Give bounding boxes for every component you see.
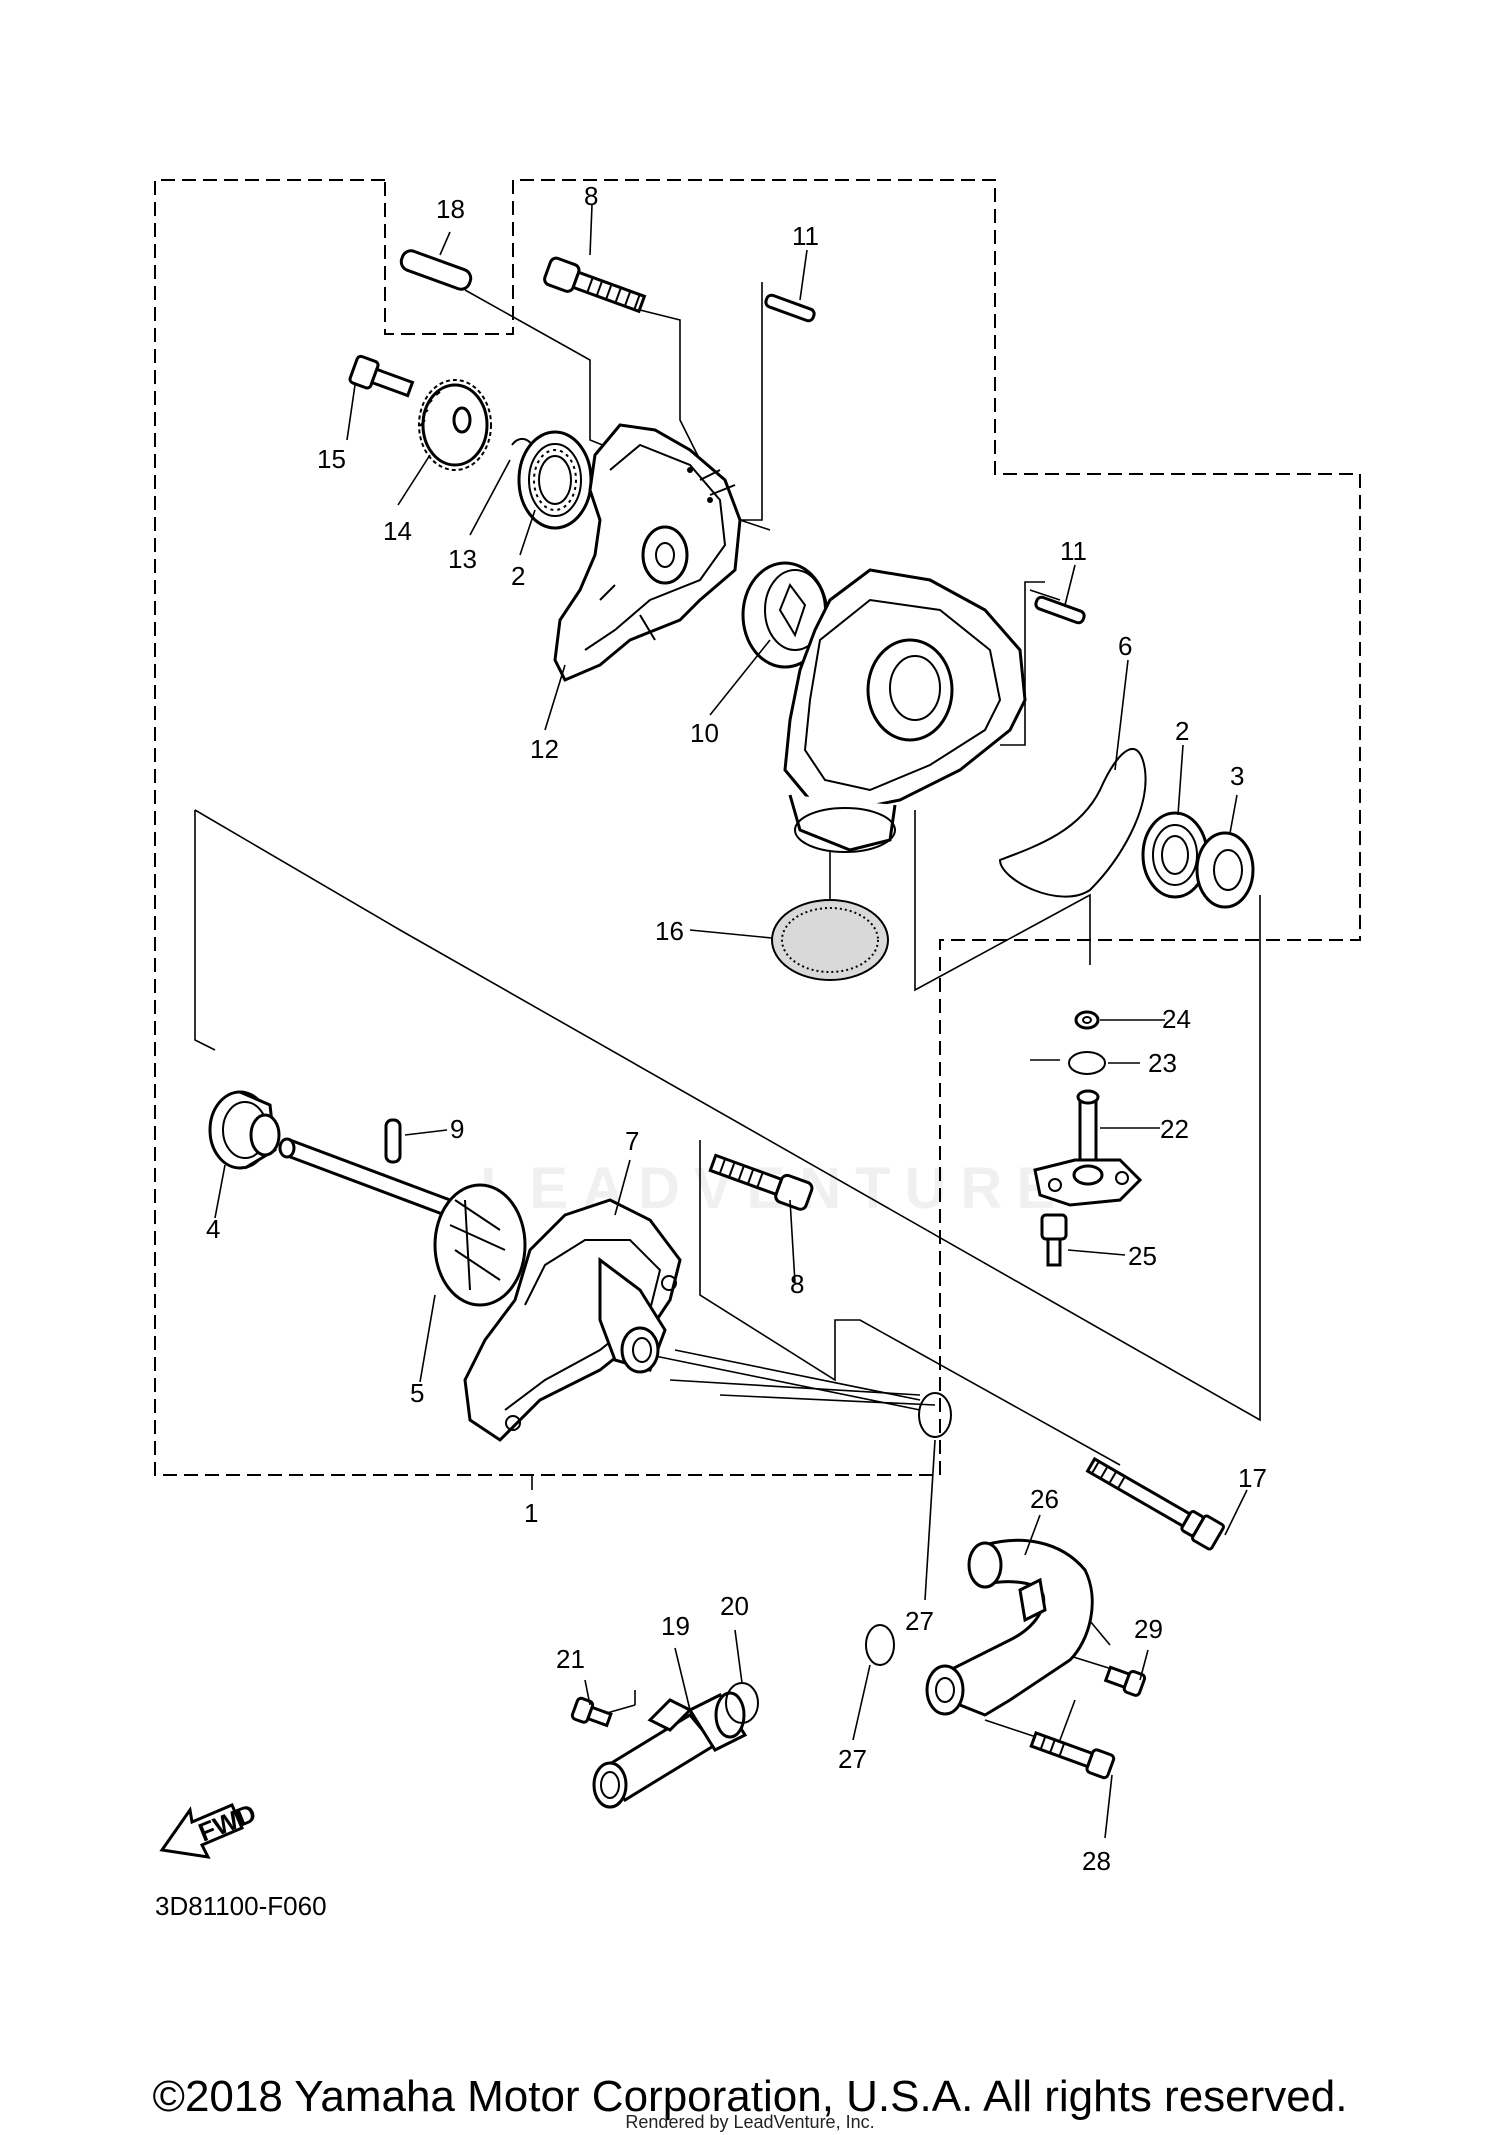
callout-25: 25 bbox=[1128, 1241, 1157, 1271]
water-pipe-26 bbox=[925, 1538, 1094, 1717]
bolt-29 bbox=[1103, 1665, 1147, 1697]
pump-housing-12 bbox=[553, 423, 742, 682]
rendered-by-notice: Rendered by LeadVenture, Inc. bbox=[625, 2112, 875, 2132]
gear-14 bbox=[418, 379, 492, 471]
callout-2-right: 2 bbox=[1175, 716, 1189, 746]
gasket-6 bbox=[998, 748, 1147, 898]
callout-11-top: 11 bbox=[792, 221, 819, 251]
callout-12: 12 bbox=[530, 734, 559, 764]
o-ring-27-lower bbox=[865, 1624, 895, 1666]
bolt-28 bbox=[1029, 1730, 1116, 1780]
callout-18: 18 bbox=[436, 194, 465, 224]
callout-20: 20 bbox=[720, 1591, 749, 1621]
pin-9 bbox=[384, 1118, 402, 1164]
callout-26: 26 bbox=[1030, 1484, 1059, 1514]
pump-cover bbox=[783, 568, 1027, 853]
callout-22: 22 bbox=[1160, 1114, 1189, 1144]
o-ring-23 bbox=[1068, 1051, 1106, 1075]
callout-27-lower: 27 bbox=[838, 1744, 867, 1774]
impeller-shaft-5 bbox=[278, 1137, 527, 1307]
callout-16: 16 bbox=[655, 916, 684, 946]
joint-pipe-19 bbox=[592, 1691, 748, 1809]
bolt-21 bbox=[570, 1696, 613, 1728]
long-bolt-17 bbox=[1085, 1456, 1225, 1551]
diagram-code: 3D81100-F060 bbox=[155, 1891, 327, 1921]
callout-5: 5 bbox=[410, 1378, 424, 1408]
callout-4: 4 bbox=[206, 1214, 220, 1244]
callout-14: 14 bbox=[383, 516, 412, 546]
pin-11-top bbox=[764, 293, 816, 323]
bearing-2-top bbox=[517, 430, 593, 530]
oil-seal-3 bbox=[1195, 831, 1255, 909]
bearing-2-right bbox=[1141, 811, 1209, 899]
pin-11-right bbox=[1034, 595, 1086, 625]
callout-28: 28 bbox=[1082, 1846, 1111, 1876]
pump-cover-7 bbox=[463, 1198, 682, 1442]
shaft-flange-22 bbox=[1033, 1089, 1143, 1207]
callout-3: 3 bbox=[1230, 761, 1244, 791]
callout-23: 23 bbox=[1148, 1048, 1177, 1078]
dowel-pin-18 bbox=[399, 249, 473, 291]
leader-lines bbox=[194, 282, 1261, 1751]
callout-8-top: 8 bbox=[584, 181, 598, 211]
copyright-notice: ©2018 Yamaha Motor Corporation, U.S.A. A… bbox=[152, 2072, 1348, 2121]
callout-29: 29 bbox=[1134, 1614, 1163, 1644]
callout-17: 17 bbox=[1238, 1463, 1267, 1493]
callout-24: 24 bbox=[1162, 1004, 1191, 1034]
callout-2-top: 2 bbox=[511, 561, 525, 591]
mechanical-seal-4 bbox=[208, 1090, 281, 1170]
o-ring-27-upper bbox=[918, 1392, 952, 1438]
callout-21: 21 bbox=[556, 1644, 585, 1674]
callout-13: 13 bbox=[448, 544, 477, 574]
callout-6: 6 bbox=[1118, 631, 1132, 661]
bolt-15 bbox=[348, 354, 415, 398]
callout-7: 7 bbox=[625, 1126, 639, 1156]
assembly-boundary bbox=[154, 179, 1361, 1490]
callout-19: 19 bbox=[661, 1611, 690, 1641]
callout-10: 10 bbox=[690, 718, 719, 748]
bolt-25 bbox=[1040, 1213, 1068, 1267]
callout-leaders bbox=[214, 204, 1248, 1839]
callout-1: 1 bbox=[524, 1498, 538, 1528]
callout-11-right: 11 bbox=[1060, 536, 1087, 566]
callout-27-upper: 27 bbox=[905, 1606, 934, 1636]
strainer-16 bbox=[771, 899, 889, 981]
bolt-8-top bbox=[543, 256, 647, 314]
callout-15: 15 bbox=[317, 444, 346, 474]
fwd-arrow-icon: FWD bbox=[159, 1798, 260, 1859]
callout-9: 9 bbox=[450, 1114, 464, 1144]
fwd-label: FWD bbox=[194, 1798, 260, 1848]
washer-24 bbox=[1074, 1010, 1100, 1030]
callout-8-lower: 8 bbox=[790, 1269, 804, 1299]
callout-labels: 18 8 11 15 14 13 2 12 10 11 6 2 3 16 24 … bbox=[155, 181, 1267, 1921]
bolt-8-lower bbox=[708, 1153, 814, 1211]
